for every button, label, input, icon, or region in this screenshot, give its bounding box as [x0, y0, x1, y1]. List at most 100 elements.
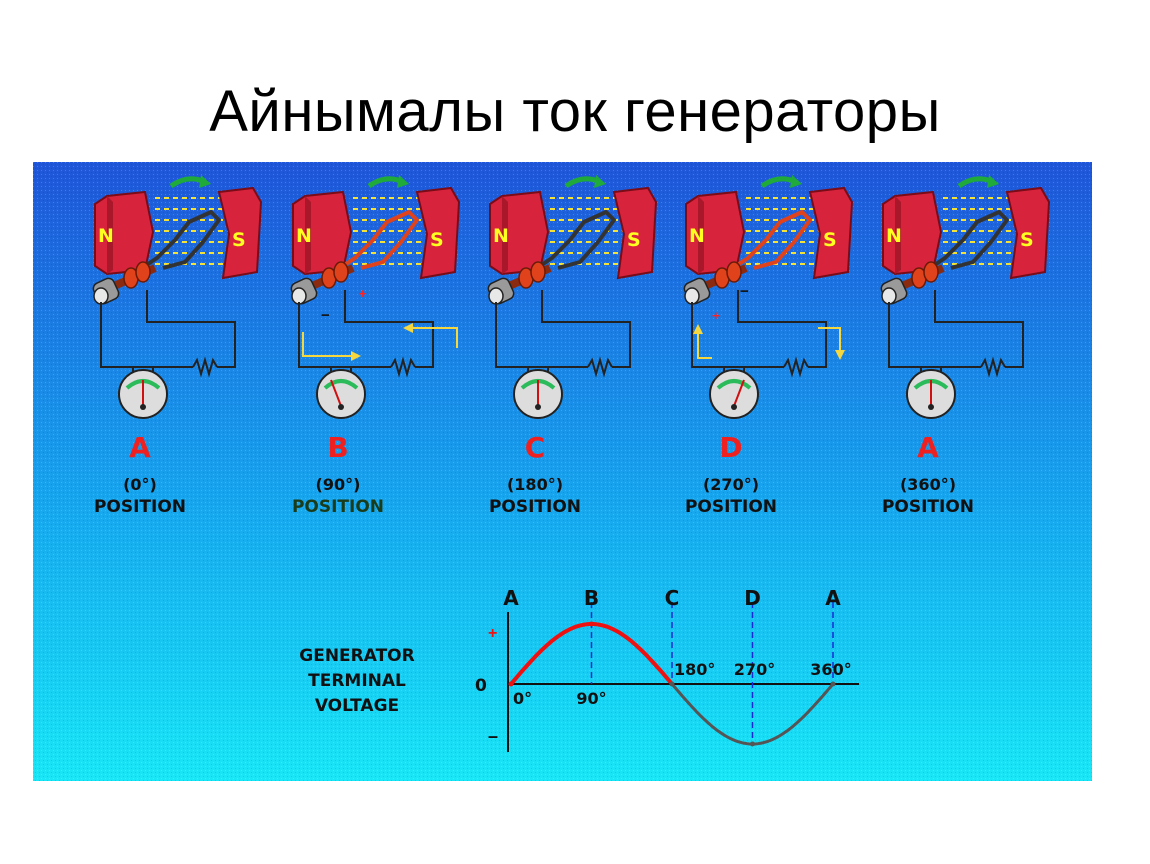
brush-end [291, 287, 307, 305]
meter-needle [733, 379, 745, 407]
south-magnet [217, 186, 263, 280]
magnetic-field-lines [746, 197, 822, 265]
north-pole-label: N [689, 225, 705, 247]
stage-letter: D [719, 431, 742, 464]
y-minus-label: – [488, 726, 498, 746]
voltage-point [750, 741, 755, 747]
slide-title: Айнымалы ток генераторы [209, 79, 941, 144]
south-pole-label: S [232, 229, 246, 251]
generator-stage-3: N S C (180°) POSITION [487, 175, 658, 517]
circuit-wire [495, 302, 588, 368]
circuit-wire [298, 302, 391, 368]
south-magnet [415, 186, 461, 280]
slip-ring [333, 261, 349, 283]
y-plus-label: + [488, 625, 497, 642]
armature-coil [538, 210, 616, 270]
stage-letter: A [129, 431, 151, 464]
voltage-point [669, 681, 675, 687]
generator-stage-4: N S + − D (270°) POSITION [683, 175, 854, 517]
slip-ring [530, 261, 546, 283]
voltage-point [508, 681, 514, 687]
graph-angle-label: 0° [513, 689, 532, 708]
meter-needle [330, 379, 342, 407]
generator-stage-2: N S + − B (90°) POSITION [290, 175, 461, 517]
brush-end [488, 287, 504, 305]
graph-label-line: VOLTAGE [315, 696, 399, 716]
stage-letter: C [525, 431, 546, 464]
stage-position-label: POSITION [685, 497, 777, 517]
slip-ring [726, 261, 742, 283]
graph-angle-label: 90° [576, 689, 606, 708]
meter-scale [716, 379, 752, 390]
stage-position-label: POSITION [882, 497, 974, 517]
stage-angle: (360°) [900, 475, 956, 494]
resistor [587, 356, 613, 378]
south-magnet [808, 186, 854, 280]
voltmeter [316, 369, 366, 419]
polarity-plus: + [712, 308, 720, 323]
north-pole-label: N [493, 225, 509, 247]
graph-point-letter: A [825, 586, 841, 610]
circuit-wire [146, 290, 236, 368]
armature-coil [143, 210, 221, 270]
graph-label-line: TERMINAL [308, 671, 406, 691]
circuit-wire [100, 302, 193, 368]
resistor [390, 356, 416, 378]
armature-coil [341, 210, 419, 270]
stage-position-label: POSITION [292, 497, 384, 517]
slip-ring [135, 261, 151, 283]
voltage-point [589, 621, 594, 627]
circuit-wire [541, 290, 631, 368]
circuit-wire [737, 290, 827, 368]
graph-point-letter: D [744, 586, 761, 610]
graph-angle-label: 360° [810, 660, 851, 679]
graph-angle-label: 180° [674, 660, 715, 679]
graph-point-letter: B [584, 586, 599, 610]
generator-diagram: N S A (0°) POSITION N S + − B (90°) POSITION N S C (180… [33, 162, 1092, 781]
armature-coil [931, 210, 1009, 270]
circuit-wire [344, 290, 434, 368]
stage-position-label: POSITION [489, 497, 581, 517]
north-pole-label: N [296, 225, 312, 247]
slip-ring [923, 261, 939, 283]
resistor [980, 356, 1006, 378]
south-pole-label: S [627, 229, 641, 251]
south-pole-label: S [823, 229, 837, 251]
generator-stage-5: N S A (360°) POSITION [880, 175, 1051, 517]
voltmeter [709, 369, 759, 419]
south-pole-label: S [1020, 229, 1034, 251]
armature-coil [734, 210, 812, 270]
graph-point-letter: A [503, 586, 519, 610]
polarity-minus: − [321, 307, 330, 324]
generator-stage-1: N S A (0°) POSITION [92, 175, 263, 517]
brush-end [881, 287, 897, 305]
stage-position-label: POSITION [94, 497, 186, 517]
north-pole-label: N [98, 225, 114, 247]
meter-scale [323, 379, 359, 390]
north-pole-label: N [886, 225, 902, 247]
polarity-minus: − [740, 283, 749, 300]
stage-letter: A [917, 431, 939, 464]
south-magnet [612, 186, 658, 280]
polarity-plus: + [359, 286, 367, 301]
stage-angle: (0°) [123, 475, 157, 494]
stage-angle: (180°) [507, 475, 563, 494]
circuit-wire [934, 290, 1024, 368]
resistor [783, 356, 809, 378]
stage-letter: B [327, 431, 348, 464]
graph-point-letter: C [665, 586, 680, 610]
y-zero-label: 0 [475, 676, 487, 696]
graph-angle-label: 270° [734, 660, 775, 679]
voltage-point [830, 681, 836, 687]
circuit-wire [888, 302, 981, 368]
stage-angle: (90°) [316, 475, 361, 494]
graph-label-line: GENERATOR [299, 646, 414, 666]
brush-end [684, 287, 700, 305]
brush-end [93, 287, 109, 305]
south-pole-label: S [430, 229, 444, 251]
south-magnet [1005, 186, 1051, 280]
resistor [192, 356, 218, 378]
stage-angle: (270°) [703, 475, 759, 494]
current-flow-arrows [302, 323, 458, 361]
circuit-wire [691, 302, 784, 368]
